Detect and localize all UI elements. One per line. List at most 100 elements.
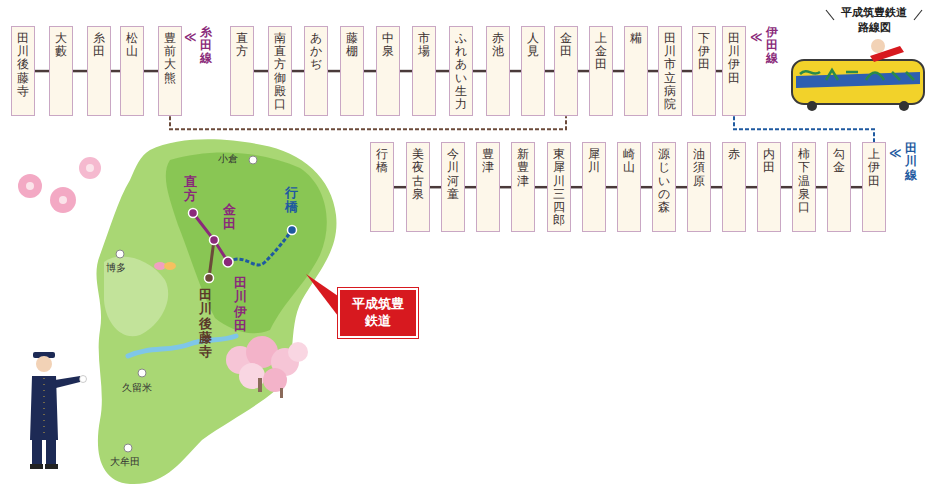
station-name: 柿下温泉口 <box>798 148 810 231</box>
station-name: 赤 <box>728 148 740 231</box>
station-box: 直方 <box>230 26 254 116</box>
station-place-name: 直方 <box>184 175 197 204</box>
station-box: 田川市立病院 <box>658 26 682 116</box>
track-link <box>394 186 406 189</box>
station-name: 田川後藤寺 <box>17 32 29 115</box>
station-name: 勾金 <box>833 148 845 231</box>
station-name: 新豊津 <box>517 148 529 231</box>
station-box: 美夜古泉 <box>406 142 430 232</box>
line-junction <box>170 116 566 129</box>
station-box: 東犀川三四郎 <box>547 142 571 232</box>
track-link <box>500 186 511 189</box>
station-name: 松山 <box>126 32 138 115</box>
city-name: 大牟田 <box>110 455 140 469</box>
track-link <box>510 70 521 73</box>
track-link <box>851 186 862 189</box>
track-link <box>641 186 652 189</box>
station-box: 犀川 <box>582 142 606 232</box>
station-box: 赤池 <box>486 26 510 116</box>
station-name: 内田 <box>763 148 775 231</box>
map-plain <box>104 256 168 336</box>
station-box: 藤棚 <box>340 26 364 116</box>
station-name: 上伊田 <box>868 148 880 231</box>
station-name: 豊津 <box>482 148 494 231</box>
city-dots <box>116 156 257 452</box>
station-box: 柿下温泉口 <box>792 142 816 232</box>
station-name: 直方 <box>236 32 248 115</box>
station-name: あかぢ <box>310 32 322 115</box>
track-link <box>781 186 792 189</box>
station-box: 今川河童 <box>441 142 465 232</box>
track-link <box>613 70 624 73</box>
station-name: 市場 <box>418 32 430 115</box>
station-box: 金田 <box>554 26 578 116</box>
station-place-name: 田川伊田 <box>234 276 247 333</box>
city-name: 博多 <box>106 261 126 275</box>
station-box: 内田 <box>757 142 781 232</box>
station-box: 赤 <box>722 142 746 232</box>
station-box: 中泉 <box>376 26 400 116</box>
chevron: ≪ <box>750 30 763 44</box>
track-link <box>676 186 687 189</box>
line-name: 糸田線 <box>200 26 212 66</box>
station-name: 源じいの森 <box>658 148 670 231</box>
station-name: 糸田 <box>93 32 105 115</box>
track-link <box>711 186 722 189</box>
station-name: 大藪 <box>55 32 67 115</box>
track-link <box>292 70 304 73</box>
station-box: 松山 <box>120 26 144 116</box>
track-link <box>144 70 158 73</box>
station-name: 赤池 <box>492 32 504 115</box>
map-title: 平成筑豊鉄道 路線図 <box>838 6 910 36</box>
track-link <box>254 70 268 73</box>
chevron: ≪ <box>889 146 902 160</box>
track-link <box>816 186 827 189</box>
callout-box: 平成筑豊鉄道 <box>338 288 418 338</box>
station-name: 犀川 <box>588 148 600 231</box>
track-link <box>400 70 412 73</box>
track-link <box>328 70 340 73</box>
station-name: 油須原 <box>693 148 705 231</box>
station-box: 田川伊田 <box>722 26 746 116</box>
station-place-name: 行橋 <box>285 186 298 215</box>
map-route-ita <box>193 213 228 262</box>
station-box: 行橋 <box>370 142 394 232</box>
station-box: 勾金 <box>827 142 851 232</box>
track-link <box>578 70 589 73</box>
track-link <box>465 186 476 189</box>
map-station-dots <box>189 209 297 283</box>
track-link <box>473 70 486 73</box>
station-box: 豊津 <box>476 142 500 232</box>
station-name: 藤棚 <box>346 32 358 115</box>
station-name: 田川市立病院 <box>664 32 676 115</box>
track-link <box>682 70 692 73</box>
station-box: 下伊田 <box>692 26 716 116</box>
line-name: 田川線 <box>905 142 917 182</box>
city-name: 小倉 <box>218 152 238 166</box>
conductor-figure <box>30 352 87 469</box>
station-name: ふれあい生力 <box>455 32 467 115</box>
station-name: 中泉 <box>382 32 394 115</box>
station-place-name: 田川後藤寺 <box>199 288 212 359</box>
station-box: 人見 <box>521 26 545 116</box>
station-box: ふれあい生力 <box>449 26 473 116</box>
track-link <box>364 70 376 73</box>
chevron: ≪ <box>184 30 197 44</box>
station-box: 崎山 <box>617 142 641 232</box>
track-link <box>606 186 617 189</box>
track-link <box>648 70 658 73</box>
track-link <box>545 70 554 73</box>
cherry-trees <box>226 336 308 398</box>
station-box: あかぢ <box>304 26 328 116</box>
station-name: 美夜古泉 <box>412 148 424 231</box>
station-box: 上伊田 <box>862 142 886 232</box>
station-name: 東犀川三四郎 <box>553 148 565 231</box>
butterfly <box>154 262 176 270</box>
line-name: 伊田線 <box>766 26 778 66</box>
station-box: 上金田 <box>589 26 613 116</box>
station-place-name: 金田 <box>223 203 236 232</box>
station-name: 今川河童 <box>447 148 459 231</box>
station-box: 油須原 <box>687 142 711 232</box>
map-route-tagawa <box>228 230 292 265</box>
callout-text: 平成筑豊鉄道 <box>350 296 406 330</box>
